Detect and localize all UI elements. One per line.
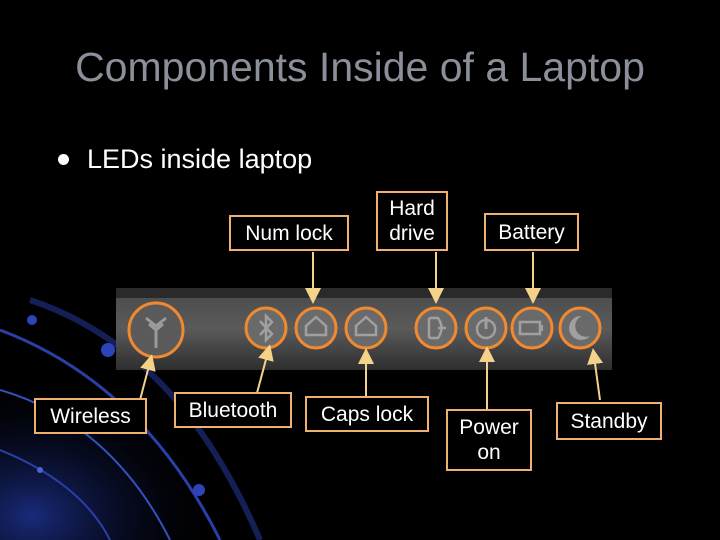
bluetooth-icon (244, 306, 288, 350)
num-lock-icon (294, 306, 338, 350)
callout-wireless: Wireless (34, 398, 147, 434)
callout-power-on: Power on (446, 409, 532, 471)
bullet-item: LEDs inside laptop (58, 144, 312, 175)
standby-icon (558, 306, 602, 350)
callout-caps-lock: Caps lock (305, 396, 429, 432)
caps-lock-icon (344, 306, 388, 350)
callout-battery: Battery (484, 213, 579, 251)
bullet-text: LEDs inside laptop (87, 144, 313, 174)
hard-drive-icon (414, 306, 458, 350)
battery-icon (510, 306, 554, 350)
slide-title: Components Inside of a Laptop (75, 44, 645, 90)
callout-hard-drive: Hard drive (376, 191, 448, 251)
wireless-icon (127, 301, 185, 359)
callout-standby: Standby (556, 402, 662, 440)
led-strip (116, 288, 612, 370)
power-icon (464, 306, 508, 350)
callout-num-lock: Num lock (229, 215, 349, 251)
bullet-dot-icon (58, 154, 69, 165)
callout-bluetooth: Bluetooth (174, 392, 292, 428)
